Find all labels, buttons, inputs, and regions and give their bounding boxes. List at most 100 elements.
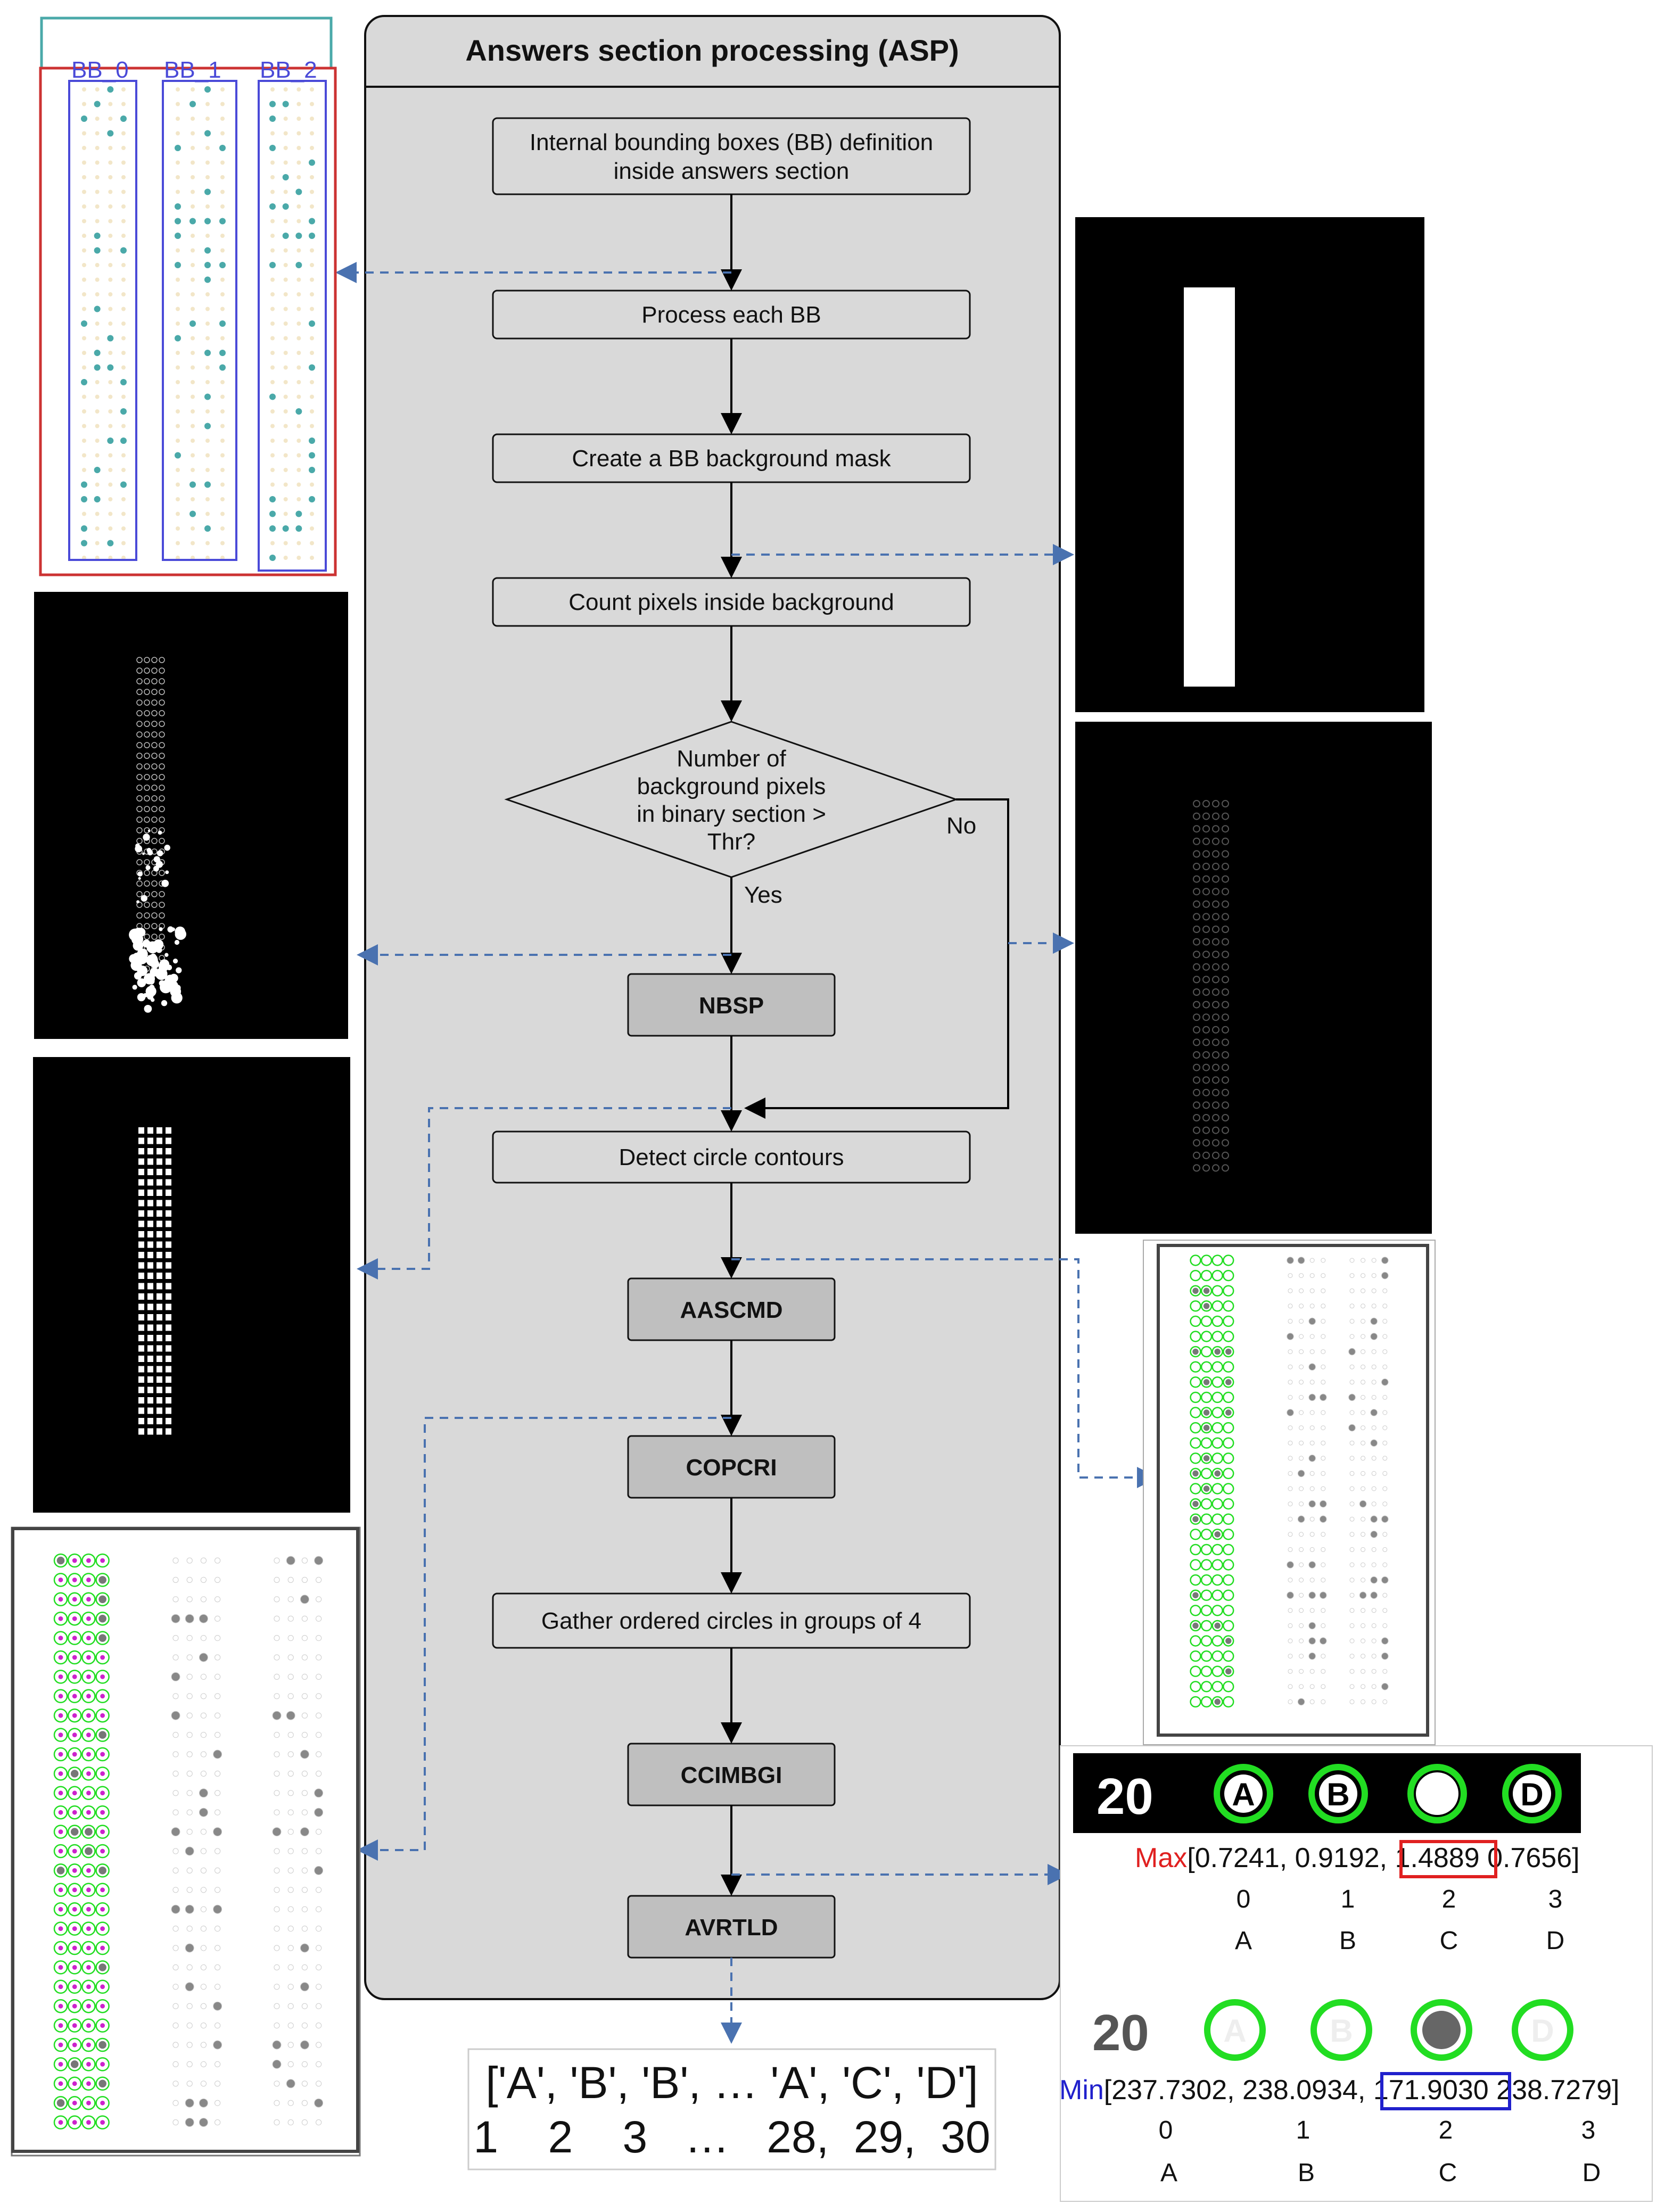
empty-bubble bbox=[200, 1673, 207, 1680]
empty-bubble bbox=[1382, 1425, 1388, 1431]
order-label-dot bbox=[72, 1887, 77, 1893]
binary-bubble bbox=[151, 699, 158, 706]
empty-bubble bbox=[176, 482, 180, 487]
empty-bubble bbox=[191, 87, 195, 92]
empty-bubble bbox=[82, 204, 86, 209]
empty-bubble bbox=[108, 497, 113, 501]
binary-bubble bbox=[151, 731, 158, 738]
filled-bubble bbox=[199, 1807, 208, 1817]
filled-bubble bbox=[171, 1711, 180, 1720]
filled-bubble bbox=[171, 1614, 180, 1623]
filled-bubble bbox=[300, 1749, 309, 1759]
filled-bubble bbox=[309, 218, 315, 225]
order-label-dot bbox=[72, 1906, 77, 1912]
order-label-dot bbox=[58, 1906, 63, 1912]
empty-bubble bbox=[287, 1635, 294, 1641]
order-label-dot bbox=[58, 1965, 63, 1970]
detected-circle bbox=[53, 2057, 68, 2071]
empty-bubble bbox=[172, 1596, 179, 1603]
contour-square bbox=[156, 1376, 162, 1383]
empty-bubble bbox=[1299, 1608, 1304, 1613]
contour-square bbox=[156, 1252, 162, 1258]
order-label-dot bbox=[86, 2042, 91, 2048]
empty-bubble bbox=[191, 497, 195, 501]
order-label-dot bbox=[86, 1713, 91, 1718]
order-label-dot bbox=[72, 1558, 77, 1563]
filled-bubble bbox=[309, 496, 315, 502]
filled-bubble bbox=[175, 452, 181, 459]
contour-square bbox=[156, 1386, 162, 1393]
empty-bubble bbox=[283, 482, 288, 487]
detected-circle bbox=[1211, 1665, 1223, 1677]
min-letter-d: D bbox=[1582, 2159, 1601, 2187]
max-highlight-box bbox=[1399, 1840, 1497, 1878]
empty-bubble bbox=[274, 2081, 280, 2087]
empty-bubble bbox=[205, 292, 210, 296]
detected-circle bbox=[95, 1825, 110, 1839]
empty-bubble bbox=[108, 526, 113, 531]
empty-bubble bbox=[82, 394, 86, 399]
detected-circle bbox=[1190, 1437, 1201, 1449]
empty-bubble bbox=[186, 2003, 193, 2009]
filled-bubble bbox=[309, 452, 315, 459]
binary-blob bbox=[137, 965, 148, 976]
empty-bubble bbox=[1361, 1699, 1366, 1704]
filled-bubble bbox=[81, 525, 87, 532]
gray-bubble bbox=[1202, 900, 1210, 908]
contour-square bbox=[138, 1273, 144, 1279]
detected-circle bbox=[95, 2057, 110, 2071]
empty-bubble bbox=[95, 87, 100, 92]
detected-circle bbox=[1211, 1254, 1223, 1266]
empty-bubble bbox=[310, 117, 314, 121]
empty-bubble bbox=[274, 1809, 280, 1815]
empty-bubble bbox=[186, 1867, 193, 1873]
detected-circle bbox=[81, 1650, 96, 1665]
order-label-dot bbox=[58, 1674, 63, 1679]
contour-square bbox=[138, 1386, 144, 1393]
contour-square bbox=[147, 1273, 153, 1279]
filled-bubble bbox=[282, 101, 289, 108]
filled-bubble bbox=[204, 525, 211, 532]
empty-bubble bbox=[1371, 1456, 1376, 1461]
detected-circle bbox=[67, 1553, 82, 1568]
order-label-dot bbox=[100, 1558, 105, 1563]
contour-square bbox=[138, 1252, 144, 1258]
detected-circle bbox=[1211, 1513, 1223, 1525]
order-label-dot bbox=[86, 2062, 91, 2067]
binary-bubble bbox=[159, 934, 165, 940]
empty-bubble bbox=[191, 146, 195, 150]
box-create-mask: Create a BB background mask bbox=[492, 433, 971, 483]
filled-bubble bbox=[120, 408, 127, 415]
contour-square bbox=[156, 1366, 162, 1373]
binary-bubble bbox=[136, 891, 143, 897]
gray-bubble bbox=[1193, 1114, 1200, 1121]
empty-bubble bbox=[283, 394, 288, 399]
filled-bubble bbox=[314, 1807, 324, 1817]
filled-bubble bbox=[204, 86, 211, 93]
empty-bubble bbox=[176, 189, 180, 194]
empty-bubble bbox=[283, 219, 288, 224]
empty-bubble bbox=[1321, 1486, 1326, 1491]
contour-square bbox=[147, 1335, 153, 1341]
empty-bubble bbox=[283, 336, 288, 341]
empty-bubble bbox=[176, 87, 180, 92]
binary-blob bbox=[132, 985, 137, 990]
binary-bubble bbox=[159, 838, 165, 844]
empty-bubble bbox=[172, 2061, 179, 2067]
empty-bubble bbox=[316, 2061, 322, 2067]
binary-bubble bbox=[159, 774, 165, 780]
gray-bubble bbox=[1193, 938, 1200, 946]
filled-bubble bbox=[199, 2118, 208, 2127]
empty-bubble bbox=[200, 2003, 207, 2009]
binary-option-a: A bbox=[1214, 1764, 1273, 1823]
detected-circle bbox=[1200, 1513, 1213, 1525]
order-label-dot bbox=[72, 1810, 77, 1815]
binary-bubble bbox=[159, 870, 165, 876]
detected-circle bbox=[81, 2037, 96, 2052]
order-label-dot bbox=[86, 1694, 91, 1699]
detected-circle bbox=[81, 1611, 96, 1626]
filled-bubble bbox=[70, 1770, 79, 1778]
filled-bubble bbox=[213, 1904, 222, 1914]
empty-bubble bbox=[1299, 1410, 1304, 1415]
box-aascmd: AASCMD bbox=[627, 1277, 836, 1341]
